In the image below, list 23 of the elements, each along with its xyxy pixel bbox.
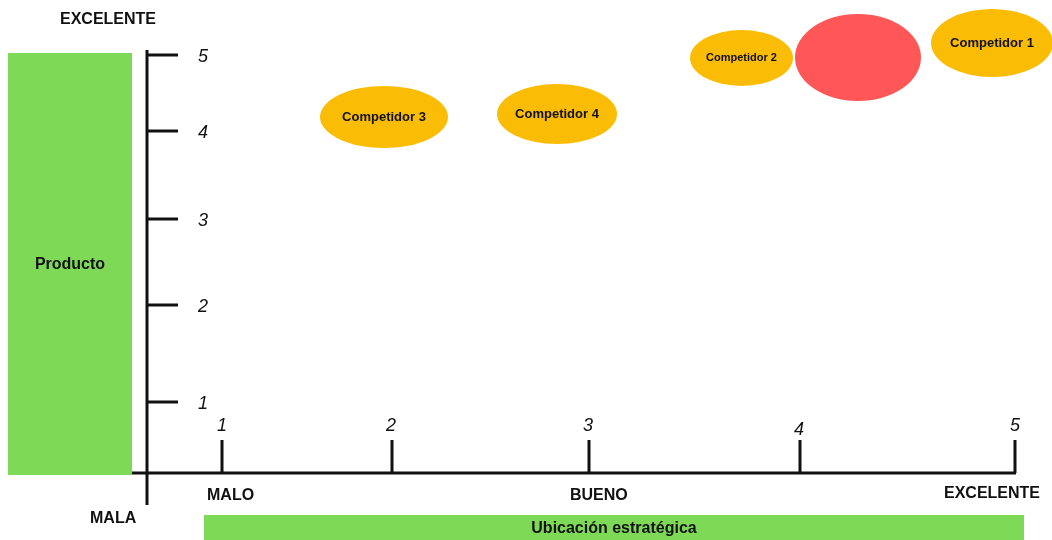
axis-bar	[204, 515, 1024, 540]
node-label: Ubicación estratégica	[531, 517, 697, 538]
axis-bar	[8, 53, 132, 475]
node-label: Competidor 1	[950, 35, 1034, 51]
scale-label: EXCELENTE	[60, 10, 156, 28]
tick-label: 3	[583, 415, 593, 436]
tick-label: 5	[198, 46, 208, 67]
scale-label: BUENO	[570, 486, 628, 504]
node-label: Competidor 2	[706, 51, 777, 65]
tick-label: 3	[198, 210, 208, 231]
tick-label: 5	[1010, 415, 1020, 436]
scale-label: MALA	[90, 509, 137, 527]
node-label: Producto	[34, 254, 106, 274]
tick-label: 1	[217, 415, 227, 436]
node-label: Competidor 3	[342, 109, 426, 125]
scale-label: EXCELENTE	[944, 484, 1040, 502]
tick-label: 4	[794, 419, 804, 440]
tick-label: 4	[198, 122, 208, 143]
scale-label: MALO	[207, 486, 255, 504]
tick-label: 2	[198, 296, 208, 317]
tick-label: 1	[198, 393, 208, 414]
tick-label: 2	[386, 415, 396, 436]
node-label: Competidor 4	[515, 106, 599, 122]
